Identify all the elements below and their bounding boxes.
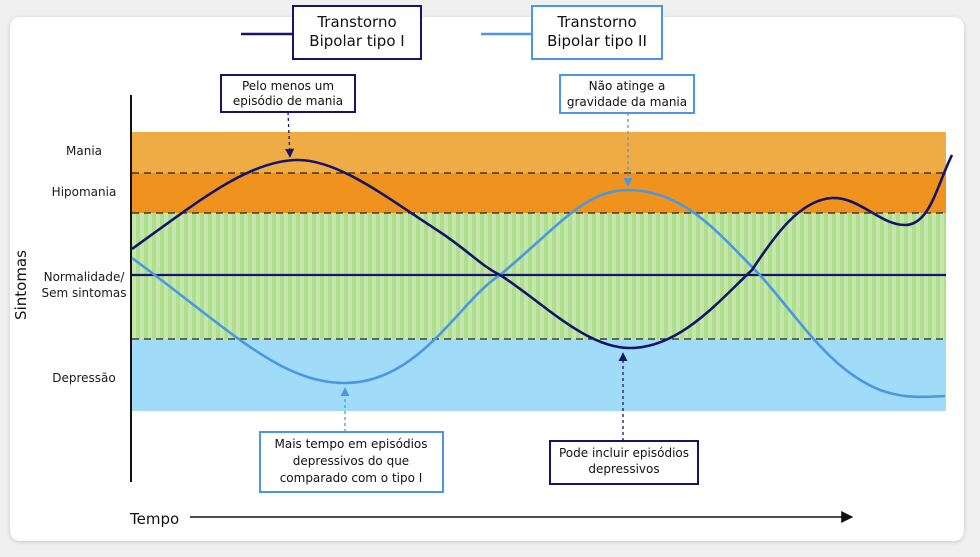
hipomania-band: [132, 173, 946, 213]
depression-band: [132, 339, 946, 411]
note-box-bottom-left: [259, 431, 444, 493]
mania-band: [132, 132, 946, 173]
bipolar-i-curve: [131, 154, 954, 350]
note-top-right-line1: Não atinge a: [589, 79, 666, 93]
zone-label-normal-2: Sem sintomas: [41, 286, 126, 300]
bipolar-ii-curve: [131, 188, 946, 399]
legend-box-type2: [531, 5, 663, 60]
note-bottom-right-line1: Pode incluir episódios: [559, 446, 689, 460]
note-bottom-left-line1: Mais tempo em episódios: [274, 437, 427, 451]
note-box-top-left: [220, 74, 356, 113]
arrow-top-left: [285, 111, 295, 158]
note-bottom-right-line2: depressivos: [588, 462, 659, 476]
legend-type2-line2: Bipolar tipo II: [547, 32, 647, 50]
legend-type2-line1: Transtorno: [556, 13, 636, 31]
zone-label-depressao: Depressão: [52, 371, 116, 385]
zone-label-mania: Mania: [66, 144, 102, 158]
legend-type1-line2: Bipolar tipo I: [309, 32, 404, 50]
note-top-right-line2: gravidade da mania: [567, 95, 687, 109]
legend-type1-line1: Transtorno: [316, 13, 396, 31]
y-axis-title: Sintomas: [12, 250, 30, 320]
zone-label-normal-1: Normalidade/: [44, 270, 126, 284]
note-box-top-right: [559, 74, 695, 114]
note-box-bottom-right: [549, 440, 699, 485]
legend-box-type1: [292, 5, 422, 60]
note-top-left-line1: Pelo menos um: [242, 79, 334, 93]
zone-label-hipomania: Hipomania: [52, 185, 117, 199]
note-bottom-left-line3: comparado com o tipo I: [280, 471, 423, 485]
x-axis-title: Tempo: [129, 510, 179, 528]
note-bottom-left-line2: depressivos do que: [293, 454, 409, 468]
note-top-left-line2: episódio de mania: [233, 94, 343, 108]
